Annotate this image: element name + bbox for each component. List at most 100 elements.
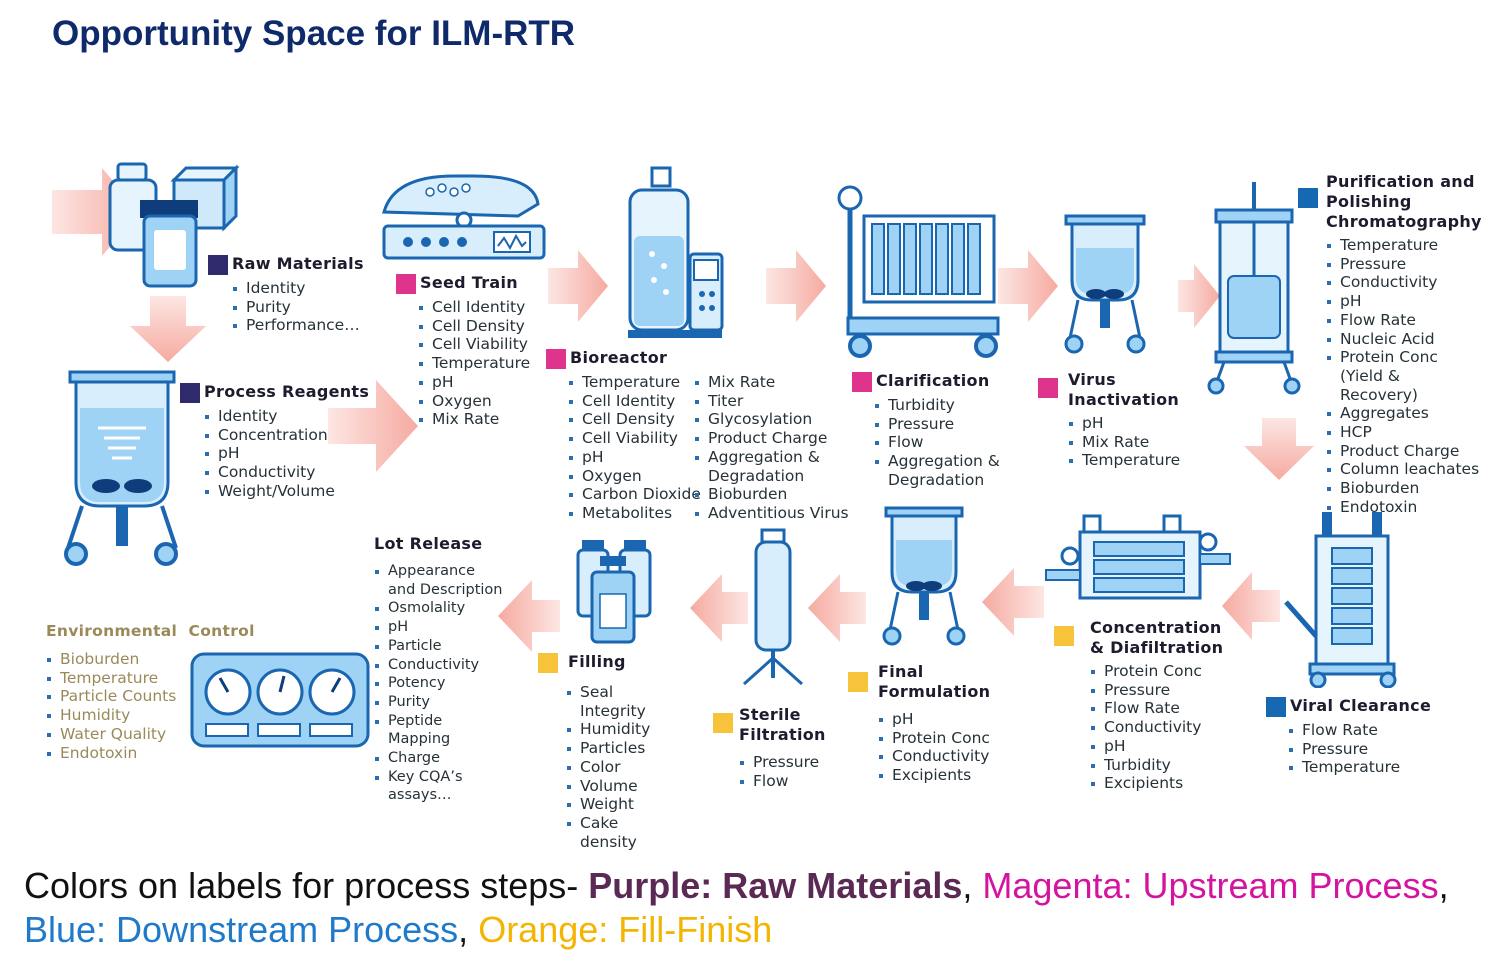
list-item: Seal Integrity bbox=[566, 683, 656, 720]
list-item: Flow Rate bbox=[1090, 699, 1244, 718]
arrow-right-5 bbox=[998, 250, 1058, 322]
list-item: pH bbox=[374, 618, 504, 637]
parameter-list: Flow Rate Pressure Temperature bbox=[1288, 721, 1446, 777]
list-item: Oxygen bbox=[418, 392, 556, 411]
list-item: Weight bbox=[566, 795, 656, 814]
list-item: Pressure bbox=[1288, 740, 1446, 759]
list-item: Conductivity bbox=[1090, 718, 1244, 737]
list-item: Concentration bbox=[204, 426, 380, 445]
list-item: Appearance and Description bbox=[374, 562, 504, 599]
list-item: Temperature bbox=[1068, 451, 1198, 470]
list-item: Osmolality bbox=[374, 599, 504, 618]
list-item: Conductivity bbox=[374, 656, 504, 675]
parameter-list: Identity Purity Performance… bbox=[232, 279, 378, 335]
step-label: Bioreactor bbox=[570, 348, 668, 367]
list-item: Cell Density bbox=[418, 317, 556, 336]
list-item: Water Quality bbox=[46, 725, 196, 744]
list-item: pH bbox=[1068, 414, 1198, 433]
list-item: Weight/Volume bbox=[204, 482, 380, 501]
list-item: Aggregates bbox=[1326, 404, 1490, 423]
arrow-left-3 bbox=[808, 574, 866, 642]
list-item: Product Charge bbox=[1326, 442, 1490, 461]
list-item: Purity bbox=[232, 298, 378, 317]
list-item: Carbon Dioxide bbox=[568, 485, 701, 504]
step-label: Viral Clearance bbox=[1290, 696, 1432, 715]
step-sterile-filtration: Sterile Filtration Pressure Flow bbox=[713, 705, 843, 790]
list-item: Aggregation & Degradation bbox=[694, 448, 828, 485]
bioreactor-icon bbox=[628, 166, 724, 338]
list-item: Pressure bbox=[1090, 681, 1244, 700]
list-item: Endotoxin bbox=[1326, 498, 1490, 517]
purple-marker bbox=[180, 383, 200, 403]
list-item: Color bbox=[566, 758, 656, 777]
list-item: Identity bbox=[204, 407, 380, 426]
step-label: Concentration & Diafiltration bbox=[1090, 618, 1224, 657]
list-item: Metabolites bbox=[568, 504, 694, 523]
list-item: Endotoxin bbox=[46, 744, 196, 763]
list-item: pH bbox=[418, 373, 556, 392]
list-item: Flow Rate bbox=[1288, 721, 1446, 740]
clarification-icon bbox=[837, 185, 1000, 358]
sterile-filter-icon bbox=[742, 528, 804, 686]
orange-marker bbox=[713, 713, 733, 733]
list-item: Titer bbox=[694, 392, 848, 411]
process-reagents-icon bbox=[64, 370, 178, 566]
list-item: Excipients bbox=[1090, 774, 1244, 793]
magenta-marker bbox=[546, 349, 566, 369]
step-viral-clearance: Viral Clearance Flow Rate Pressure Tempe… bbox=[1266, 696, 1446, 777]
legend-purple: Purple: Raw Materials bbox=[588, 865, 963, 906]
list-item: Particle bbox=[374, 637, 504, 656]
legend-blue: Blue: Downstream Process bbox=[24, 909, 459, 950]
list-item: pH bbox=[878, 710, 1018, 729]
list-item: Particles bbox=[566, 739, 656, 758]
list-item: Flow bbox=[739, 772, 843, 791]
list-item: Bioburden bbox=[694, 485, 848, 504]
list-item: Potency bbox=[374, 674, 504, 693]
step-label: Seed Train bbox=[420, 273, 518, 292]
list-item: Charge bbox=[374, 749, 504, 768]
step-label: Virus Inactivation bbox=[1068, 370, 1180, 409]
list-item: Aggregation & Degradation bbox=[874, 452, 1012, 489]
list-item: Bioburden bbox=[1326, 479, 1490, 498]
list-item: Flow Rate bbox=[1326, 311, 1490, 330]
parameter-list: Appearance and Description Osmolality pH… bbox=[374, 562, 504, 805]
color-legend: Colors on labels for process steps- Purp… bbox=[24, 864, 1464, 952]
step-purification: Purification and Polishing Chromatograph… bbox=[1298, 172, 1490, 517]
magenta-marker bbox=[396, 274, 416, 294]
step-label: Final Formulation bbox=[878, 662, 991, 701]
legend-sep: , bbox=[962, 865, 983, 906]
env-title: Environmental Control bbox=[46, 622, 255, 640]
list-item: HCP bbox=[1326, 423, 1490, 442]
parameter-list: Protein Conc Pressure Flow Rate Conducti… bbox=[1090, 662, 1244, 793]
list-item: Peptide Mapping bbox=[374, 712, 468, 749]
list-item: Cake density bbox=[566, 814, 656, 851]
step-bioreactor: Bioreactor Temperature Cell Identity Cel… bbox=[546, 348, 866, 523]
step-process-reagents: Process Reagents Identity Concentration … bbox=[180, 382, 380, 501]
arrow-left-2 bbox=[982, 568, 1044, 636]
step-label: Lot Release bbox=[374, 534, 483, 553]
parameter-list: Bioburden Temperature Particle Counts Hu… bbox=[46, 650, 196, 762]
list-item: pH bbox=[1090, 737, 1244, 756]
list-item: Excipients bbox=[878, 766, 1018, 785]
list-item: Key CQA’s assays… bbox=[374, 768, 488, 805]
final-formulation-icon bbox=[882, 506, 966, 646]
list-item: Pressure bbox=[874, 415, 1012, 434]
step-final-formulation: Final Formulation pH Protein Conc Conduc… bbox=[848, 662, 1018, 785]
list-item: Protein Conc bbox=[1090, 662, 1244, 681]
arrow-down-1 bbox=[130, 296, 206, 362]
page-title: Opportunity Space for ILM-RTR bbox=[52, 14, 576, 53]
parameter-list: pH Mix Rate Temperature bbox=[1068, 414, 1198, 470]
list-item: Temperature bbox=[568, 373, 694, 392]
step-virus-inactivation: Virus Inactivation pH Mix Rate Temperatu… bbox=[1038, 370, 1198, 470]
step-concentration: Concentration & Diafiltration Protein Co… bbox=[1054, 618, 1244, 793]
list-item: Nucleic Acid bbox=[1326, 330, 1490, 349]
list-item: Oxygen bbox=[568, 467, 694, 486]
seed-train-icon bbox=[382, 174, 546, 260]
list-item: Performance… bbox=[232, 316, 378, 335]
blue-marker bbox=[1266, 697, 1286, 717]
list-item: Volume bbox=[566, 777, 656, 796]
parameter-list: Identity Concentration pH Conductivity W… bbox=[204, 407, 380, 501]
list-item: Turbidity bbox=[1090, 756, 1244, 775]
step-label: Process Reagents bbox=[204, 382, 370, 401]
list-item: Product Charge bbox=[694, 429, 848, 448]
